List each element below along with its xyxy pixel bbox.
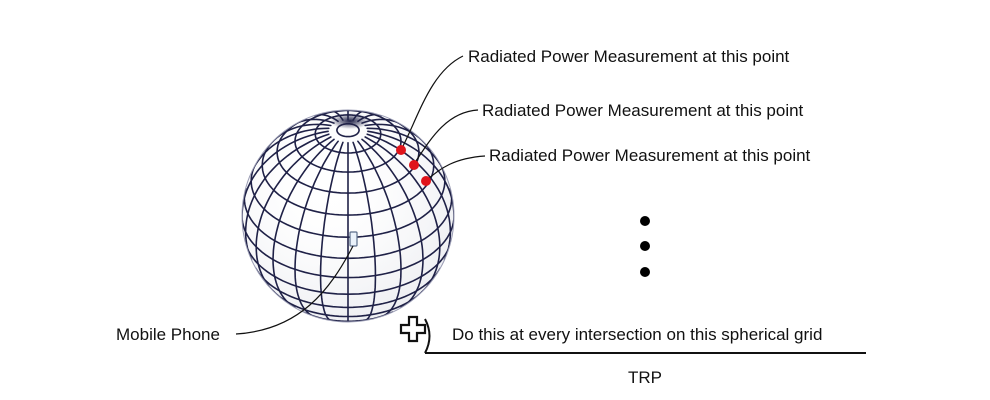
- measurement-points: [396, 145, 431, 186]
- leader-lines: [235, 55, 486, 335]
- plus-outline-icon: [399, 315, 427, 343]
- grid-parallel: [242, 215, 454, 279]
- grid-parallel: [244, 242, 452, 295]
- measurement-point-1: [396, 145, 406, 155]
- leader-line-measurement-1: [400, 55, 464, 151]
- grid-parallel: [261, 137, 435, 216]
- vertical-ellipsis-icon: [640, 216, 650, 277]
- measurement-label-3: Radiated Power Measurement at this point: [489, 146, 811, 165]
- measurement-label-2: Radiated Power Measurement at this point: [482, 101, 804, 120]
- measurement-point-3: [421, 176, 431, 186]
- leader-line-mobile-phone: [235, 245, 354, 335]
- mobile-phone-label: Mobile Phone: [116, 325, 220, 344]
- pole-cap: [330, 113, 370, 129]
- measurement-point-2: [409, 160, 419, 170]
- instruction-label: Do this at every intersection on this sp…: [452, 325, 823, 344]
- grid-meridian: [244, 133, 330, 261]
- leader-line-measurement-3: [425, 155, 486, 182]
- grid-meridian: [294, 140, 339, 318]
- sphere-outline: [241, 109, 455, 323]
- grid-meridian: [366, 133, 452, 261]
- grid-meridian: [366, 127, 445, 173]
- grid-parallel: [250, 162, 446, 238]
- grid-meridian: [319, 141, 344, 322]
- grid-parallel: [243, 187, 453, 260]
- measurement-label-1: Radiated Power Measurement at this point: [468, 47, 790, 66]
- trp-label: TRP: [628, 368, 662, 387]
- sum-bracket: [424, 318, 431, 354]
- spherical-grid: [241, 109, 455, 323]
- grid-meridian: [251, 127, 330, 173]
- grid-meridian: [352, 141, 377, 322]
- grid-parallel: [255, 267, 441, 309]
- leader-line-measurement-2: [413, 109, 479, 165]
- grid-meridian: [357, 140, 402, 318]
- grid-parallel: [294, 110, 402, 173]
- mobile-phone-icon: [349, 231, 358, 247]
